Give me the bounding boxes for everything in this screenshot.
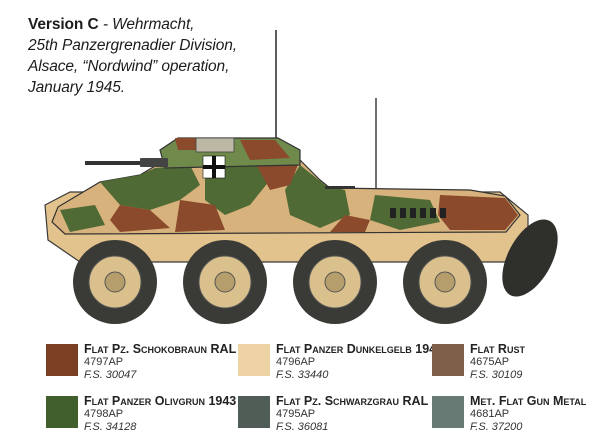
- paint-code: 4796AP: [276, 356, 316, 368]
- paint-name: Flat Rust: [470, 342, 525, 356]
- paint-name: Met. Flat Gun Metal: [470, 394, 587, 408]
- caption-line-4: January 1945.: [28, 79, 125, 96]
- color-swatch: [46, 396, 78, 428]
- fs-number: F.S. 30047: [84, 369, 137, 381]
- paint-name: Flat Panzer Dunkelgelb 1943: [276, 342, 444, 356]
- paint-name: Flat Pz. Schwarzgrau RAL 7021: [276, 394, 460, 408]
- camo-patch: [60, 205, 105, 232]
- color-swatch: [46, 344, 78, 376]
- vision-slots: [390, 208, 446, 218]
- camo-patch: [438, 195, 518, 230]
- wheel: [73, 240, 157, 324]
- spare-wheel: [502, 219, 558, 297]
- cross-insignia-icon: [202, 155, 226, 179]
- camo-patch: [255, 160, 300, 190]
- fs-number: F.S. 30109: [470, 369, 523, 381]
- paint-code: 4797AP: [84, 356, 124, 368]
- camo-patch: [285, 165, 350, 228]
- fs-number: F.S. 37200: [470, 421, 523, 433]
- wheel: [403, 240, 487, 324]
- main-gun: [85, 161, 165, 165]
- camo-patch: [100, 165, 200, 210]
- color-swatch: [238, 344, 270, 376]
- paint-code: 4675AP: [470, 356, 510, 368]
- paint-name: Flat Panzer Olivgrun 1943: [84, 394, 237, 408]
- fs-number: F.S. 36081: [276, 421, 329, 433]
- caption-line-1: Version C - Wehrmacht,: [28, 16, 195, 33]
- version-label: Version C: [28, 16, 99, 33]
- color-swatch: [238, 396, 270, 428]
- paint-code: 4798AP: [84, 408, 124, 420]
- turret-mesh-cover: [195, 137, 235, 153]
- armored-car-illustration: [44, 30, 558, 324]
- wheel: [293, 240, 377, 324]
- fs-number: F.S. 33440: [276, 369, 329, 381]
- machine-gun: [325, 186, 355, 189]
- wheels: [73, 240, 487, 324]
- caption: Version C - Wehrmacht, 25th Panzergrenad…: [28, 14, 328, 98]
- caption-line-2: 25th Panzergrenadier Division,: [28, 37, 237, 54]
- paint-name: Flat Pz. Schokobraun RAL 8017: [84, 342, 268, 356]
- color-swatch: [432, 396, 464, 428]
- wheel: [183, 240, 267, 324]
- color-swatch: [432, 344, 464, 376]
- camo-patch: [240, 140, 290, 160]
- camo-patch: [330, 215, 370, 232]
- caption-line-3: Alsace, “Nordwind” operation,: [28, 58, 230, 75]
- camo-patch: [110, 205, 170, 232]
- camo-patch: [175, 200, 225, 232]
- gun-mantlet: [140, 158, 168, 167]
- paint-code: 4795AP: [276, 408, 316, 420]
- caption-unit: Wehrmacht,: [112, 16, 195, 33]
- paint-code: 4681AP: [470, 408, 510, 420]
- fs-number: F.S. 34128: [84, 421, 137, 433]
